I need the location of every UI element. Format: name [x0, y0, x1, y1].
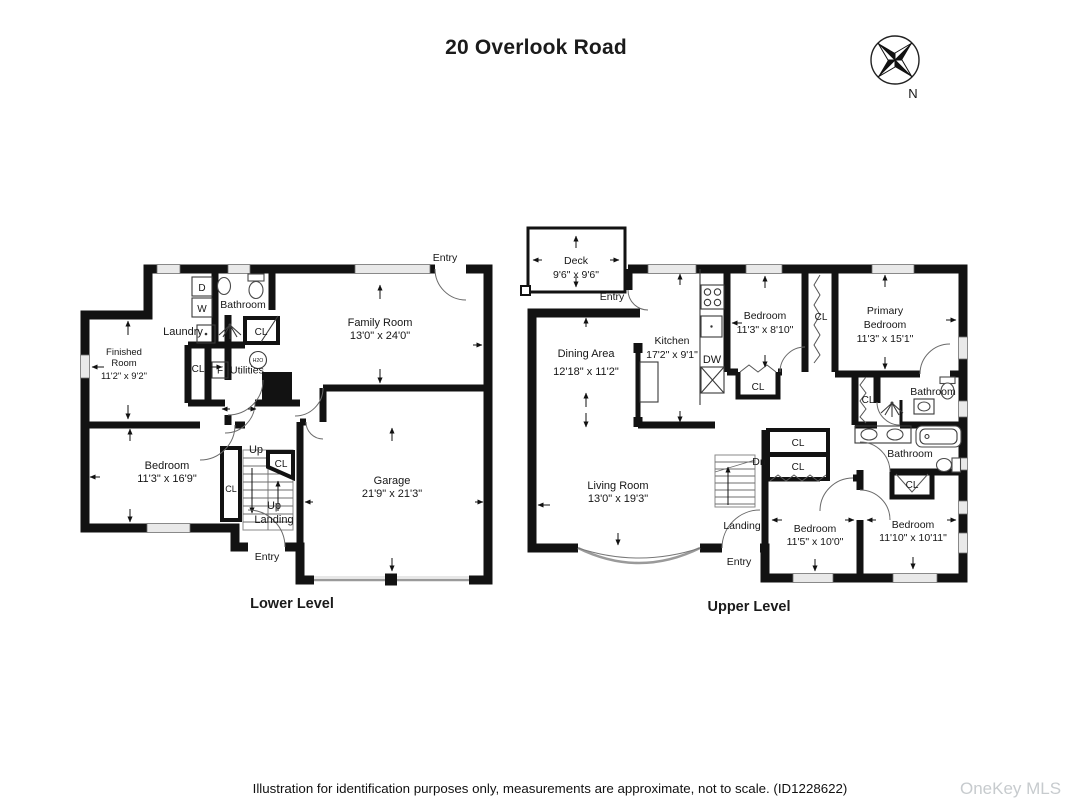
disclaimer-text: Illustration for identification purposes… [252, 781, 848, 796]
upper-level-caption: Upper Level [707, 599, 791, 615]
washer-label: W [197, 304, 207, 315]
upper-closets [735, 274, 935, 500]
closet-label: CL [752, 382, 765, 393]
lower-closets [220, 315, 295, 522]
lower-windows [80, 264, 431, 533]
bathroom-label: Bathroom [910, 386, 956, 398]
closet-label: CL [815, 312, 828, 323]
upper-level-floorplan: Deck 9'6" x 9'6" Entry Dining Area 12'18… [520, 226, 968, 583]
compass-rose [870, 35, 920, 85]
upper-windows [647, 264, 968, 583]
upper-room-labels: Deck 9'6" x 9'6" Entry Dining Area 12'18… [553, 255, 956, 568]
finished-room-dims: 11'2" x 9'2" [101, 371, 147, 382]
bedroom2-dims: 11'5" x 10'0" [787, 536, 844, 548]
primary-bedroom-label2: Bedroom [864, 319, 907, 331]
laundry-label: Laundry [163, 326, 203, 338]
lower-garage-door [314, 573, 469, 586]
bedroom3-dims: 11'10" x 10'11" [879, 532, 947, 544]
closet-label: CL [225, 484, 237, 494]
lower-walls [80, 263, 493, 586]
bedroom1-dims: 11'3" x 8'10" [737, 324, 794, 336]
up-landing-label2: Landing [254, 514, 293, 526]
bathroom-label: Bathroom [887, 448, 933, 460]
closet-label: CL [255, 327, 268, 338]
entry-label: Entry [433, 252, 458, 264]
dishwasher-label: DW [703, 354, 722, 366]
utilities-label: Utilities [230, 365, 264, 377]
closet-label: CL [192, 364, 205, 375]
landing-label: Landing [723, 520, 761, 532]
shower-icon [218, 323, 242, 339]
up-landing-label: Up [267, 500, 281, 512]
closet-label: CL [862, 395, 875, 406]
lower-bathroom-fixtures [216, 273, 265, 339]
lower-utility-fixtures [211, 350, 268, 379]
entry-label: Entry [600, 291, 625, 303]
lower-level-floorplan: D W Bathroom Laundry CL Finished Room 11… [80, 252, 493, 586]
closet-label: CL [792, 462, 805, 473]
lower-dimension-arrows [89, 284, 484, 572]
bathtub-icon [915, 425, 962, 448]
kitchen-label: Kitchen [654, 335, 689, 347]
shower-icon [880, 401, 904, 417]
primary-bedroom-label: Primary [867, 305, 904, 317]
upper-dimension-arrows [532, 235, 957, 572]
kitchen-appliances [639, 269, 725, 405]
bedroom-label: Bedroom [145, 460, 190, 472]
deck-outline [520, 226, 627, 296]
stove-icon [700, 284, 725, 310]
closet-label: CL [906, 480, 919, 491]
compass-north-label: N [908, 86, 917, 101]
closet-label: CL [792, 438, 805, 449]
living-room-label: Living Room [587, 480, 648, 492]
bay-window [577, 546, 701, 565]
dryer-label: D [198, 283, 205, 294]
watermark: OneKey MLS [960, 779, 1062, 798]
entry-label: Entry [727, 556, 752, 568]
lower-door-arcs [199, 268, 467, 548]
lower-laundry-appliances [191, 276, 216, 344]
bedroom1-label: Bedroom [744, 310, 787, 322]
deck-dims: 9'6" x 9'6" [553, 269, 599, 281]
bathroom1-fixtures [880, 376, 956, 417]
deck-label: Deck [564, 255, 589, 267]
page-title: 20 Overlook Road [445, 36, 627, 59]
water-heater-label: H2O [253, 358, 264, 364]
bedroom-dims: 11'3" x 16'9" [137, 473, 197, 485]
family-room-dims: 13'0" x 24'0" [350, 330, 410, 342]
finished-room-label2: Room [111, 358, 136, 369]
upper-stairs [714, 454, 756, 508]
bedroom2-label: Bedroom [794, 523, 837, 535]
closet-label: CL [275, 459, 288, 470]
lower-level-caption: Lower Level [250, 596, 334, 612]
upper-door-arcs [627, 289, 951, 549]
up-label: Up [249, 444, 263, 456]
garage-label: Garage [374, 475, 411, 487]
dn-label: Dn [752, 456, 766, 468]
bathroom-label: Bathroom [220, 299, 266, 311]
bathroom2-fixtures [854, 425, 962, 473]
lower-room-labels: D W Bathroom Laundry CL Finished Room 11… [101, 252, 458, 563]
family-room-label: Family Room [348, 317, 413, 329]
garage-dims: 21'9" x 21'3" [362, 488, 422, 500]
living-room-dims: 13'0" x 19'3" [588, 493, 648, 505]
kitchen-dims: 17'2" x 9'1" [646, 349, 698, 361]
finished-room-label: Finished [106, 347, 142, 358]
primary-bedroom-dims: 11'3" x 15'1" [857, 333, 914, 345]
compass-icon: N [870, 35, 920, 101]
furnace-label: F [217, 366, 223, 377]
entry-label: Entry [255, 551, 280, 563]
dining-area-dims: 12'18" x 11'2" [553, 366, 619, 378]
dining-area-label: Dining Area [558, 348, 616, 360]
bedroom3-label: Bedroom [892, 519, 935, 531]
refrigerator-icon [700, 366, 725, 394]
